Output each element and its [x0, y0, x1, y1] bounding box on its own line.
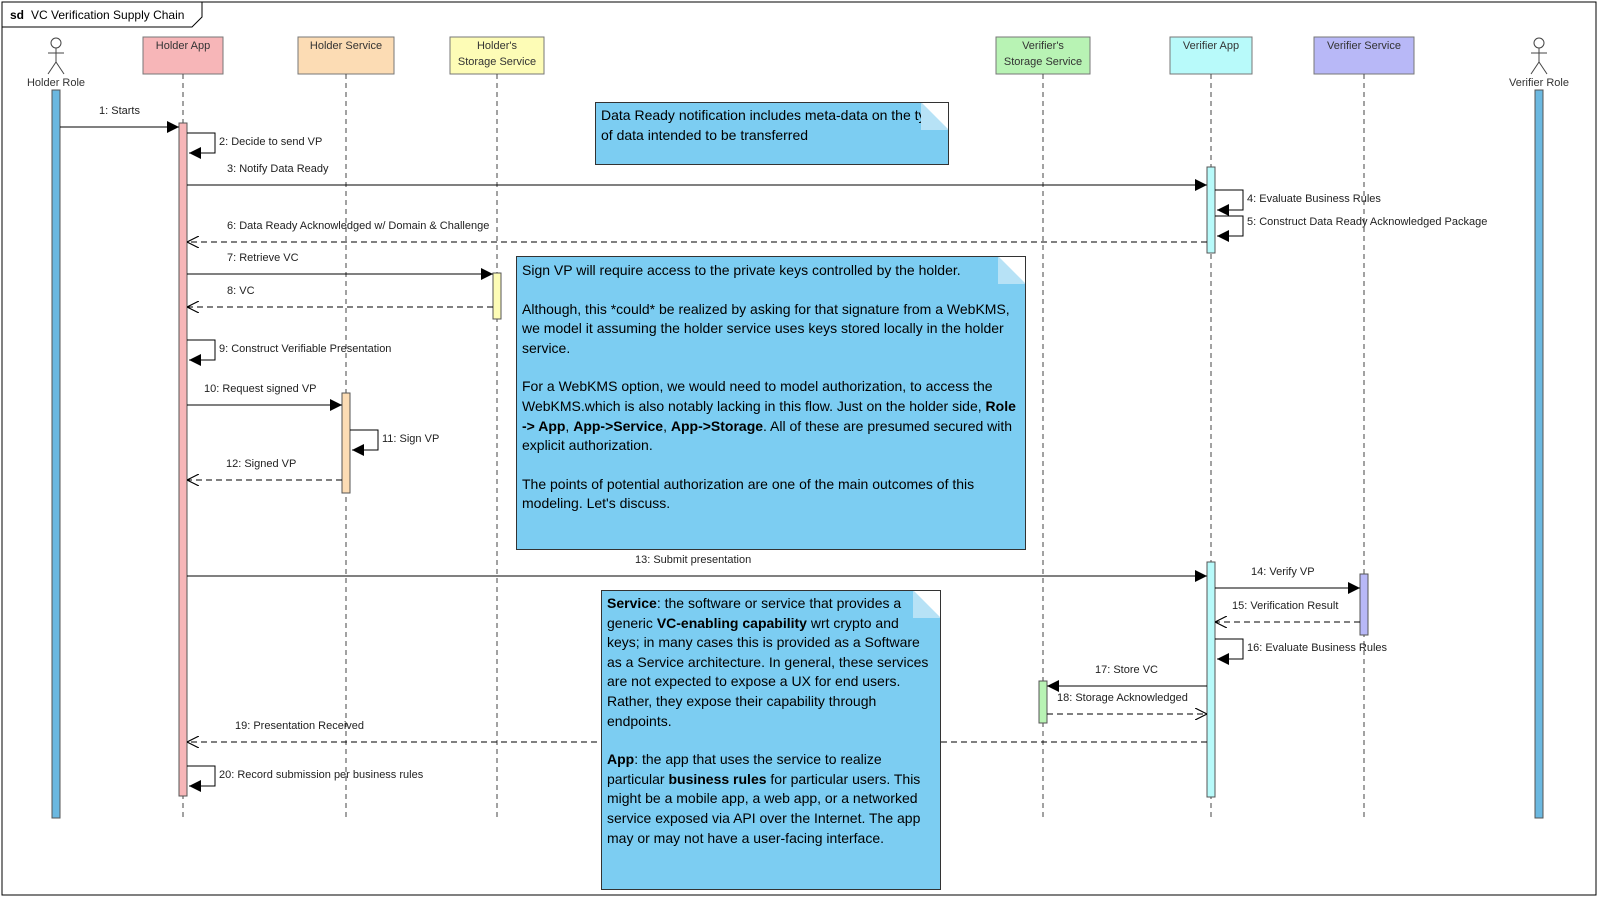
message-9: 9: Construct Verifiable Presentation	[187, 339, 391, 366]
message-11-label: 11: Sign VP	[382, 433, 439, 445]
message-11-arrow	[350, 429, 379, 456]
message-20: 20: Record submission per business rules	[187, 765, 424, 792]
activation-verifier-app-4	[1206, 561, 1216, 798]
activation-holder-service-6	[341, 392, 351, 494]
message-5: 5: Construct Data Ready Acknowledged Pac…	[1215, 215, 1487, 242]
message-20-arrow	[187, 765, 216, 792]
activation-verifier-app-3	[1206, 166, 1216, 254]
verifier-app-box	[1169, 36, 1253, 75]
message-9-label: 9: Construct Verifiable Presentation	[219, 343, 391, 355]
verifier-service-label: Verifier Service	[1327, 40, 1401, 52]
message-12: 12: Signed VP	[187, 458, 342, 480]
frame-title: VC Verification Supply Chain	[31, 8, 184, 22]
message-10: 10: Request signed VP	[187, 383, 342, 411]
verifier-service-box	[1313, 36, 1415, 75]
message-17: 17: Store VC	[1047, 664, 1207, 692]
message-14: 14: Verify VP	[1215, 566, 1360, 594]
message-16: 16: Evaluate Business Rules	[1215, 638, 1388, 665]
note-sign-vp-p1: Sign VP will require access to the priva…	[522, 262, 961, 278]
message-2-label: 2: Decide to send VP	[219, 136, 322, 148]
message-4-arrow	[1215, 189, 1244, 216]
message-5-label: 5: Construct Data Ready Acknowledged Pac…	[1247, 216, 1487, 228]
message-7-label: 7: Retrieve VC	[227, 252, 299, 264]
holder-role-actor-icon	[47, 37, 65, 75]
holder-app-label: Holder App	[156, 40, 210, 52]
message-16-arrow	[1215, 638, 1244, 665]
note-sign-vp-p4: The points of potential authorization ar…	[522, 475, 975, 512]
verifier-app-label: Verifier App	[1183, 40, 1239, 52]
message-4: 4: Evaluate Business Rules	[1215, 189, 1381, 216]
note-sign-vp-p3: For a WebKMS option, we would need to mo…	[522, 378, 1016, 454]
message-14-label: 14: Verify VP	[1251, 566, 1315, 578]
message-3-label: 3: Notify Data Ready	[227, 163, 329, 175]
message-13: 13: Submit presentation	[187, 554, 1207, 582]
verifier-storage-box	[995, 36, 1091, 75]
note-data-ready-text: Data Ready notification includes meta-da…	[601, 107, 942, 143]
message-7: 7: Retrieve VC	[187, 252, 493, 280]
message-15-label: 15: Verification Result	[1232, 600, 1338, 612]
messages: 1: Starts 2: Decide to send VP 3: Notify D…	[60, 105, 1487, 792]
holder-app-box	[142, 36, 224, 75]
holder-service-box	[297, 36, 395, 75]
message-3: 3: Notify Data Ready	[187, 163, 1207, 191]
verifier-role-actor-icon	[1530, 37, 1548, 75]
note-data-ready: Data Ready notification includes meta-da…	[595, 102, 949, 165]
activation-bars	[51, 89, 1544, 819]
message-2-arrow	[187, 132, 216, 159]
verifier-role-label: Verifier Role	[1509, 77, 1569, 89]
message-10-label: 10: Request signed VP	[204, 383, 317, 395]
holder-service-label: Holder Service	[310, 40, 382, 52]
holder-role-label: Holder Role	[27, 77, 85, 89]
message-6: 6: Data Ready Acknowledged w/ Domain & C…	[187, 220, 1207, 242]
activation-holder-app-2	[178, 122, 188, 797]
message-17-label: 17: Store VC	[1095, 664, 1158, 676]
message-12-label: 12: Signed VP	[226, 458, 296, 470]
message-8: 8: VC	[187, 285, 493, 307]
lifeline-verifier-app: Verifier App	[1169, 36, 1253, 818]
note-service-app: Service: the software or service that pr…	[601, 590, 941, 890]
message-18-label: 18: Storage Acknowledged	[1057, 692, 1188, 704]
message-18: 18: Storage Acknowledged	[1047, 692, 1207, 714]
message-9-arrow	[187, 339, 216, 366]
note-sign-vp: Sign VP will require access to the priva…	[516, 256, 1026, 550]
note-app-definition: App: the app that uses the service to re…	[607, 751, 921, 846]
message-5-arrow	[1215, 215, 1244, 242]
activation-verifier-role-1	[1534, 89, 1544, 819]
activation-holder-role-0	[51, 89, 61, 819]
message-6-label: 6: Data Ready Acknowledged w/ Domain & C…	[227, 220, 489, 232]
frame-keyword: sd	[10, 8, 24, 22]
activation-verifier-service-7	[1359, 573, 1369, 636]
message-8-label: 8: VC	[227, 285, 255, 297]
message-15: 15: Verification Result	[1215, 600, 1360, 622]
message-13-label: 13: Submit presentation	[635, 554, 751, 566]
message-2: 2: Decide to send VP	[187, 132, 322, 159]
lifeline-verifier-service: Verifier Service	[1313, 36, 1415, 818]
message-16-label: 16: Evaluate Business Rules	[1247, 642, 1388, 654]
message-20-label: 20: Record submission per business rules	[219, 769, 424, 781]
message-11: 11: Sign VP	[350, 429, 439, 456]
activation-holder-storage-5	[492, 272, 502, 320]
message-1: 1: Starts	[60, 105, 179, 133]
activation-verifier-storage-8	[1038, 680, 1048, 724]
note-service-definition: Service: the software or service that pr…	[607, 595, 929, 729]
message-19-label: 19: Presentation Received	[235, 720, 364, 732]
message-1-label: 1: Starts	[99, 105, 140, 117]
note-sign-vp-p2: Although, this *could* be realized by as…	[522, 300, 1010, 356]
message-4-label: 4: Evaluate Business Rules	[1247, 193, 1381, 205]
